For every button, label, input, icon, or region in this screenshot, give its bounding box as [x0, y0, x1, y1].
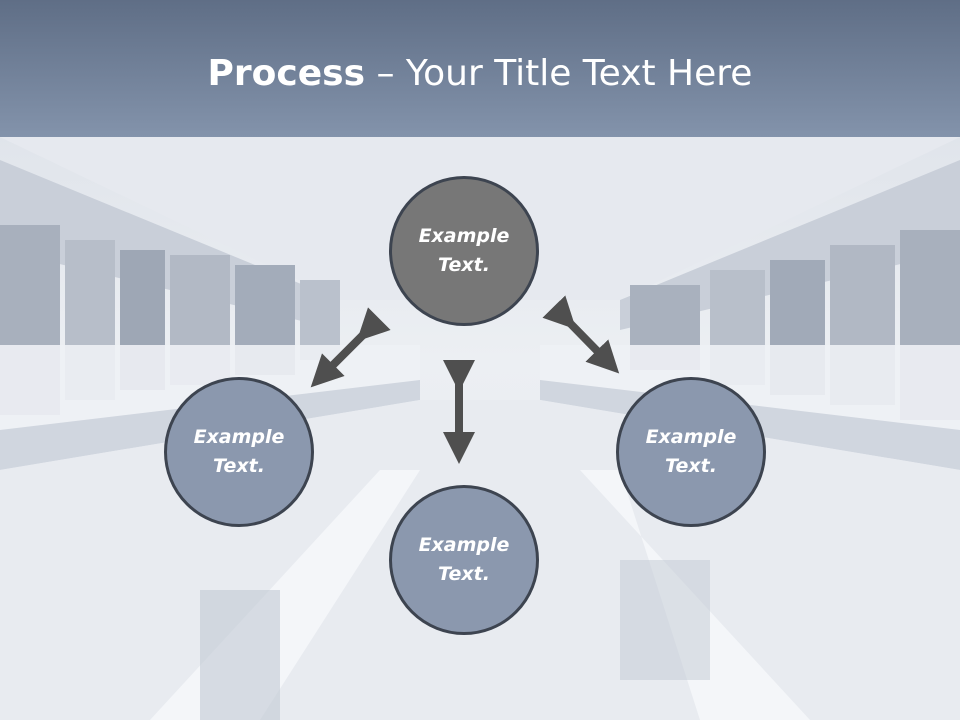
- node-right-line1: Example: [645, 426, 737, 448]
- node-left-line1: Example: [193, 426, 285, 448]
- process-node-left: Example Text.: [164, 377, 314, 527]
- slide-title-bold: Process: [207, 53, 366, 94]
- process-node-bottom: Example Text.: [389, 485, 539, 635]
- node-bottom-label: Example Text.: [419, 531, 510, 589]
- node-top-line1: Example: [418, 225, 510, 247]
- node-top-line2: Text.: [438, 254, 490, 276]
- slide-title: Process – Your Title Text Here: [0, 52, 960, 96]
- node-right-label: Example Text.: [646, 423, 737, 481]
- node-bottom-line2: Text.: [438, 563, 490, 585]
- node-bottom-line1: Example: [418, 534, 510, 556]
- node-left-label: Example Text.: [194, 423, 285, 481]
- process-node-right: Example Text.: [616, 377, 766, 527]
- node-top-label: Example Text.: [419, 222, 510, 280]
- node-right-line2: Text.: [665, 455, 717, 477]
- process-node-top: Example Text.: [389, 176, 539, 326]
- node-left-line2: Text.: [213, 455, 265, 477]
- slide-title-rest: – Your Title Text Here: [365, 53, 753, 94]
- title-bar: [0, 0, 960, 137]
